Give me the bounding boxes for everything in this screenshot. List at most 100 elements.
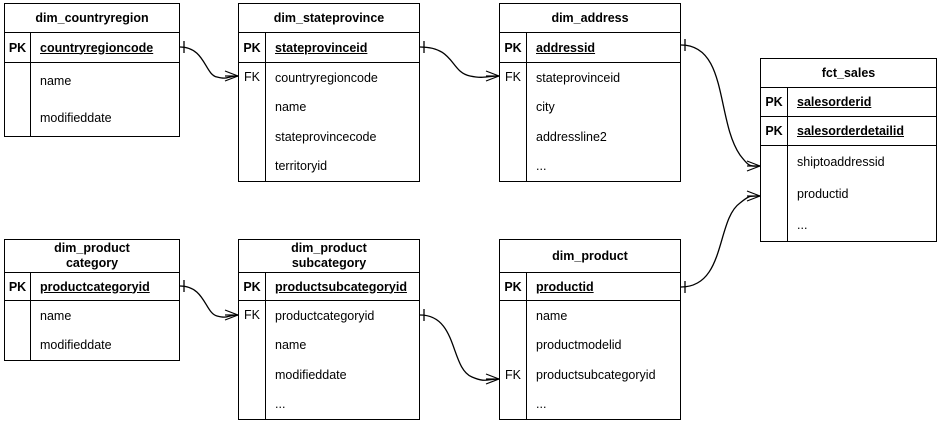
key-badge-fk: FK bbox=[505, 368, 521, 382]
attribute-name: ... bbox=[536, 397, 547, 412]
attribute-name-pk: countryregioncode bbox=[40, 40, 154, 55]
key-badge-pk: PK bbox=[761, 117, 788, 145]
entity-title-line: dim_stateprovince bbox=[273, 10, 385, 25]
entity-title-line: subcategory bbox=[291, 256, 367, 270]
attribute-name: ... bbox=[797, 218, 808, 233]
relationship-subcategory-to-product bbox=[419, 309, 500, 385]
entity-title-line: dim_product bbox=[291, 241, 367, 255]
attribute-column: name modifieddate bbox=[31, 301, 179, 360]
attribute-name: stateprovinceid bbox=[536, 70, 621, 85]
attribute-name-pk: productsubcategoryid bbox=[275, 279, 407, 294]
key-column: FK bbox=[500, 301, 527, 419]
entity-title-line: dim_product bbox=[54, 241, 130, 255]
cardinality-many-marker bbox=[485, 70, 500, 77]
entity-body-dim_countryregion: name modifieddate bbox=[5, 63, 179, 136]
entity-body-dim_productsubcategory: FK productcategoryid name modifieddate... bbox=[239, 301, 419, 419]
key-badge-fk: FK bbox=[244, 308, 260, 322]
attribute-name: addressline2 bbox=[536, 129, 607, 144]
key-column: FK bbox=[239, 301, 266, 419]
attribute-name-pk: productcategoryid bbox=[40, 279, 150, 294]
entity-body-dim_productcategory: name modifieddate bbox=[5, 301, 179, 360]
attribute-name: shiptoaddressid bbox=[797, 154, 885, 169]
attribute-name: name bbox=[275, 100, 307, 115]
attribute-name: ... bbox=[275, 397, 286, 412]
relationship-countryregion-to-stateprovince bbox=[179, 41, 239, 82]
key-badge-fk: FK bbox=[505, 70, 521, 84]
key-badge-pk: PK bbox=[239, 33, 266, 62]
entity-body-dim_stateprovince: FK countryregioncode name stateprovincecode… bbox=[239, 63, 419, 181]
cardinality-many-marker bbox=[746, 160, 761, 167]
key-badge-pk: PK bbox=[5, 273, 31, 300]
entity-title-fct_sales: fct_sales bbox=[761, 59, 936, 88]
attribute-name: name bbox=[536, 308, 568, 323]
entity-title-dim_stateprovince: dim_stateprovince bbox=[239, 4, 419, 33]
entity-title-dim_countryregion: dim_countryregion bbox=[5, 4, 179, 33]
cardinality-many-marker bbox=[746, 195, 761, 202]
attribute-name: modifieddate bbox=[40, 338, 112, 353]
entity-row-pk[interactable]: PK productid bbox=[500, 273, 680, 301]
cardinality-many-marker bbox=[485, 373, 500, 380]
attribute-name-pk: salesorderdetailid bbox=[797, 124, 904, 138]
entity-title-dim_address: dim_address bbox=[500, 4, 680, 33]
cardinality-many-marker bbox=[224, 314, 239, 321]
attribute-name: name bbox=[40, 308, 72, 323]
cardinality-many-marker bbox=[224, 70, 239, 77]
relationship-line bbox=[419, 314, 500, 381]
attribute-name: modifieddate bbox=[40, 110, 112, 125]
attribute-name: productsubcategoryid bbox=[536, 367, 656, 382]
relationship-line bbox=[680, 195, 761, 288]
attribute-column: productcategoryid name modifieddate... bbox=[266, 301, 419, 419]
key-column: FK bbox=[500, 63, 527, 181]
key-column bbox=[761, 146, 788, 241]
relationship-stateprovince-to-address bbox=[419, 41, 500, 82]
cardinality-many-marker bbox=[746, 190, 761, 197]
relationship-line bbox=[680, 44, 761, 167]
entity-row-pk[interactable]: PK salesorderdetailid bbox=[761, 117, 936, 146]
attribute-name: productcategoryid bbox=[275, 308, 375, 323]
attribute-name: stateprovincecode bbox=[275, 129, 377, 144]
attribute-name: name bbox=[40, 74, 72, 89]
attribute-column: name modifieddate bbox=[31, 63, 179, 136]
cardinality-many-marker bbox=[224, 75, 239, 82]
entity-title-dim_product: dim_product bbox=[500, 240, 680, 273]
relationship-line bbox=[179, 46, 239, 79]
relationship-product-to-fctsales bbox=[680, 190, 761, 293]
cardinality-many-marker bbox=[746, 165, 761, 172]
key-badge-pk: PK bbox=[761, 88, 788, 116]
relationship-line bbox=[419, 46, 500, 78]
entity-row-pk[interactable]: PK productcategoryid bbox=[5, 273, 179, 301]
cardinality-many-marker bbox=[224, 309, 239, 316]
cardinality-many-marker bbox=[485, 378, 500, 385]
key-badge-pk: PK bbox=[500, 273, 527, 300]
relationship-productcategory-to-subcategory bbox=[179, 280, 239, 321]
relationship-line bbox=[179, 285, 239, 318]
key-badge-fk: FK bbox=[244, 70, 260, 84]
attribute-name-pk: productid bbox=[536, 279, 594, 294]
attribute-name: territoryid bbox=[275, 159, 328, 174]
key-column bbox=[5, 301, 31, 360]
attribute-name: modifieddate bbox=[275, 367, 347, 382]
attribute-name: countryregioncode bbox=[275, 70, 378, 85]
attribute-name: name bbox=[275, 338, 307, 353]
